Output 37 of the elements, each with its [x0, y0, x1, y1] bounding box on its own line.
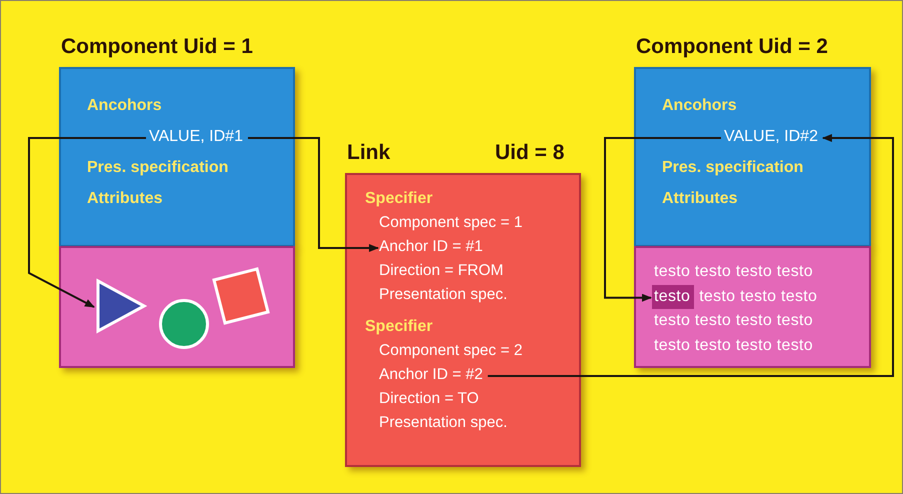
content-panel	[59, 246, 295, 368]
anchor-text: VALUE, ID#2	[724, 125, 818, 149]
specifier-heading: Specifier	[365, 189, 434, 209]
specifier-heading: Specifier	[365, 317, 434, 337]
component-heading: Component Uid = 2	[636, 34, 828, 60]
anchor-text: Anchor ID = #1	[379, 235, 483, 259]
anchor-text: Anchor ID = #2	[379, 363, 483, 387]
highlighted-word: testo	[652, 284, 694, 309]
component-heading: Component Uid = 1	[61, 34, 253, 60]
spec-line: Direction = FROM	[378, 261, 504, 281]
spec-line: Direction = TO	[378, 389, 480, 409]
field-label: Attributes	[87, 189, 164, 209]
body-text: testo testo testo	[699, 286, 818, 306]
body-text: testo testo testo testo	[654, 311, 814, 331]
field-label: Pres. specification	[662, 158, 804, 178]
component-heading: Uid = 8	[495, 140, 564, 166]
link-box	[345, 173, 581, 467]
connector-arrow	[604, 137, 721, 302]
connector-arrow	[488, 134, 894, 377]
connector-arrow	[248, 137, 379, 252]
component-box	[634, 67, 871, 247]
triangle-shape	[95, 278, 147, 334]
spec-line: Presentation spec.	[378, 413, 508, 433]
anchor-text: VALUE, ID#1	[149, 125, 243, 149]
component-heading: Link	[347, 140, 390, 166]
field-label: Ancohors	[87, 96, 163, 116]
field-label: Attributes	[662, 189, 739, 209]
body-text: testo testo testo testo	[654, 262, 814, 282]
spec-line: Presentation spec.	[378, 285, 508, 305]
text-panel	[634, 246, 871, 368]
component-box	[59, 67, 295, 247]
connector-arrow	[28, 137, 146, 308]
field-label: Pres. specification	[87, 158, 230, 178]
spec-line: Component spec = 1	[378, 213, 524, 233]
field-label: Ancohors	[662, 96, 738, 116]
spec-line: Component spec = 2	[378, 341, 524, 361]
body-text: testo testo testo testo	[654, 336, 814, 356]
